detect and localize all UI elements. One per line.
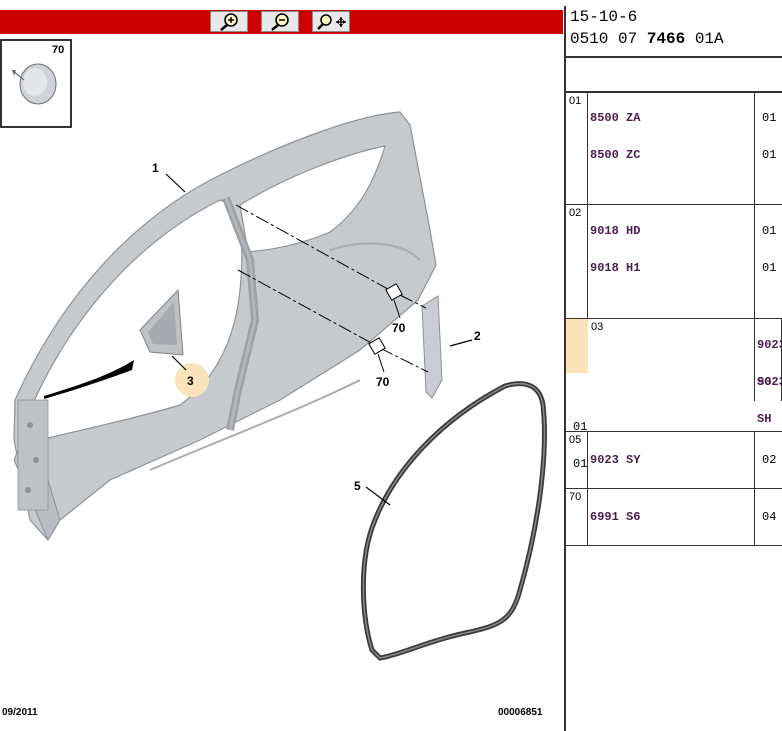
part-group-02: 02 9018 HD 9018 H1 01 01 (566, 205, 782, 319)
group-number: 70 (566, 489, 588, 545)
reference-line2: 0510 07 7466 01A (570, 30, 724, 48)
part-link[interactable]: 8500 ZC (590, 148, 641, 162)
callout-labels: 1 2 3 5 70 70 (152, 161, 481, 493)
part-quantity: 01 (762, 261, 777, 275)
diagram-code: 00006851 (498, 707, 543, 718)
blank-row (566, 58, 782, 93)
part-link[interactable]: 9018 H1 (590, 261, 641, 275)
group-number: 03 (588, 319, 755, 401)
zoom-in-button[interactable] (210, 11, 248, 32)
pillar-trim-part (421, 295, 443, 399)
part-quantity: 04 (762, 510, 777, 524)
inset-callout: 70 (52, 44, 64, 56)
part-group-70: 70 6991 S6 04 (566, 489, 782, 546)
zoom-pan-button[interactable] (312, 11, 350, 32)
group-number: 01 (566, 93, 588, 204)
selected-row-highlight (566, 319, 588, 373)
diagram-date: 09/2011 (2, 707, 38, 718)
leader-lines (165, 173, 473, 506)
highlight-marker (175, 363, 209, 397)
panel-divider (564, 6, 566, 731)
part-link[interactable]: 6991 S6 (590, 510, 641, 524)
part-link-selected[interactable]: 9023 SG (757, 338, 782, 389)
part-link[interactable]: 9018 HD (590, 224, 641, 238)
zoom-out-icon (271, 13, 289, 31)
part-link[interactable]: 9023 SY (590, 453, 641, 467)
callout-3: 3 (187, 374, 194, 388)
inset-box: 70 (0, 39, 72, 128)
part-quantity: 01 (762, 224, 777, 238)
zoom-out-button[interactable] (261, 11, 299, 32)
body-side-panel (13, 111, 437, 542)
toolbar (0, 10, 563, 34)
clip-icon (11, 63, 57, 105)
part-quantity: 01 (762, 148, 777, 162)
part-quantity: 01 (573, 457, 588, 471)
part-quantity: 01 (573, 420, 588, 434)
part-link[interactable]: 9023 SH (757, 375, 782, 426)
window-trim-part (44, 288, 209, 399)
callout-5: 5 (354, 479, 361, 493)
part-group-03: 03 9023 SG 9023 SH 01 01 (566, 319, 782, 471)
door-seal-part (360, 381, 547, 661)
part-group-01: 01 8500 ZA 8500 ZC 01 01 (566, 93, 782, 205)
group-number: 02 (566, 205, 588, 318)
group-number: 05 (566, 432, 588, 488)
callout-70-lower: 70 (376, 375, 390, 389)
zoom-in-icon (220, 13, 238, 31)
callout-1: 1 (152, 161, 159, 175)
callout-70-upper: 70 (392, 321, 406, 335)
parts-diagram: 70 (0, 39, 547, 661)
part-group-05: 05 9023 SY 02 (566, 432, 782, 489)
diagram-panel: 70 (0, 10, 563, 718)
reference-header: 15-10-6 0510 07 7466 01A (566, 6, 782, 58)
part-quantity: 02 (762, 453, 777, 467)
zoom-pan-icon (317, 14, 346, 30)
callout-2: 2 (474, 329, 481, 343)
parts-list-panel: 15-10-6 0510 07 7466 01A 01 8500 ZA 8500… (566, 6, 782, 731)
part-quantity: 01 (762, 111, 777, 125)
part-link[interactable]: 8500 ZA (590, 111, 641, 125)
reference-line1: 15-10-6 (570, 8, 638, 26)
